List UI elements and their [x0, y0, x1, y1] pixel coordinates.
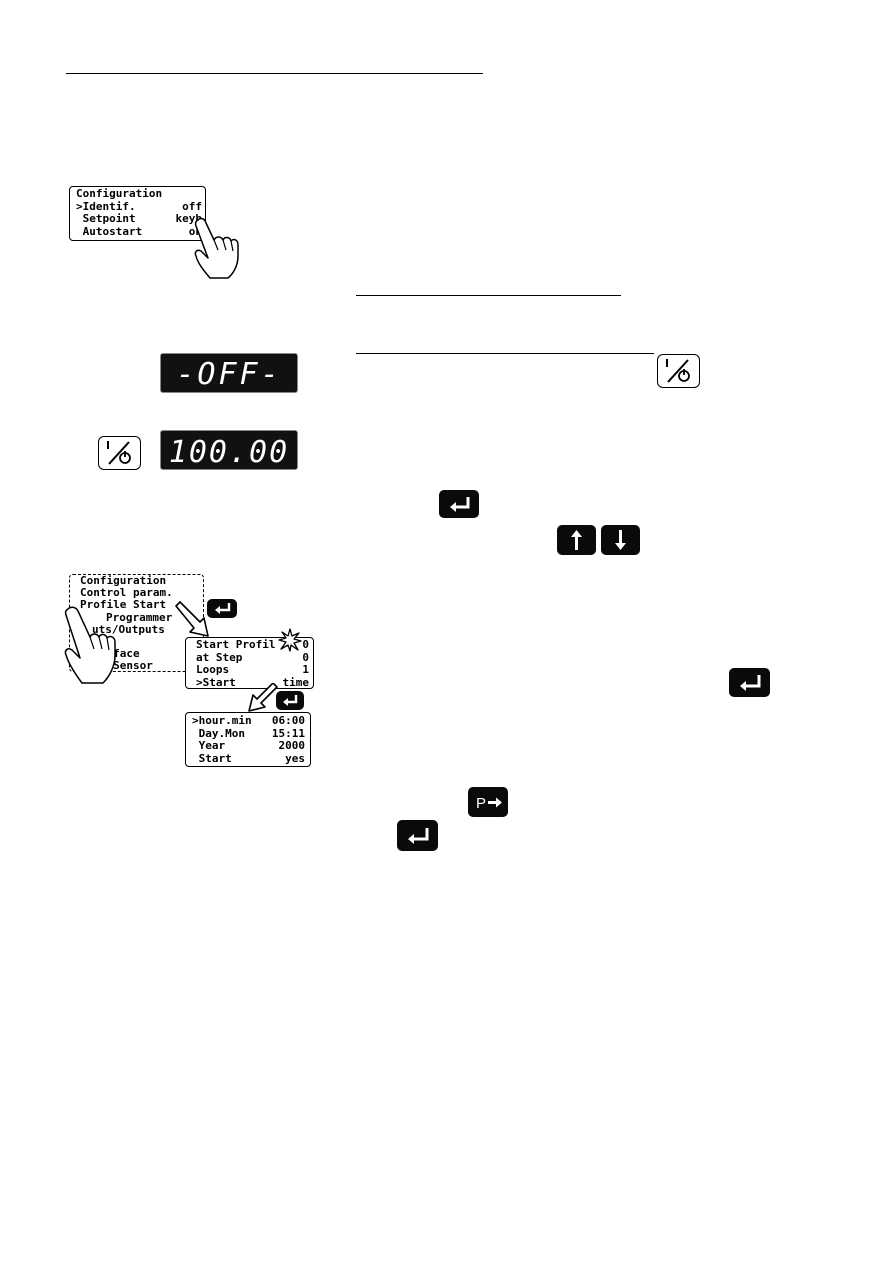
profile-line-2: at Step 0 — [196, 650, 309, 665]
config-line-label: Configuration — [76, 187, 163, 200]
config-line-1: Configuration — [76, 187, 202, 201]
p-arrow-key-icon: P — [476, 795, 502, 812]
profile-line-value: 0 — [302, 650, 309, 664]
time-line-label: Start — [192, 751, 232, 765]
down-arrow-key[interactable] — [601, 525, 640, 555]
menu-item-inputs-outputs: uts/Outputs — [92, 622, 165, 636]
menu-item-programmer: Programmer — [106, 610, 173, 624]
profile-line-label: at Step — [196, 650, 243, 664]
up-arrow-key-icon — [571, 530, 582, 550]
enter-key[interactable] — [397, 820, 438, 851]
p-arrow-key[interactable]: P — [468, 787, 508, 817]
led-text-off: -OFF- — [176, 357, 281, 392]
profile-line-label: Loops — [196, 663, 230, 676]
power-standby-key-text[interactable] — [657, 354, 700, 388]
flash-star-icon — [278, 628, 302, 652]
time-line-label: >hour.min — [192, 714, 252, 727]
up-arrow-key[interactable] — [557, 525, 596, 555]
menu-item-configuration: Configuration — [80, 574, 167, 587]
power-standby-icon — [107, 441, 131, 465]
enter-key-icon — [740, 675, 761, 691]
pointing-hand-icon — [194, 217, 239, 279]
enter-key-icon — [215, 603, 231, 614]
time-line-label: Year — [192, 739, 226, 752]
config-line-label: >Identif. — [76, 199, 136, 213]
profile-line-3: Loops 1 — [196, 663, 309, 677]
time-settings-display: >hour.min 06:00 Day.Mon 15:11 Year 2000 Sta… — [185, 712, 311, 767]
time-line-3: Year 2000 — [192, 739, 306, 753]
time-line-2: Day.Mon 15:11 — [192, 726, 305, 741]
time-line-4: Start yes — [192, 751, 305, 766]
led-display-value: 100.00 — [160, 430, 298, 470]
time-line-1: >hour.min 06:00 — [192, 714, 305, 728]
time-line-value: 06:00 — [271, 714, 305, 727]
time-line-label: Day.Mon — [192, 726, 245, 740]
led-digits: 100.00 — [169, 435, 289, 470]
enter-key[interactable] — [276, 691, 304, 710]
enter-key-icon — [408, 828, 429, 844]
led-text-value: 100.00 — [169, 435, 289, 469]
power-standby-key[interactable] — [98, 436, 141, 470]
section-rule-2 — [356, 353, 654, 354]
profile-line-value: time — [282, 675, 310, 689]
hollow-arrow-icon — [175, 601, 209, 637]
profile-line-label: Start Profil — [196, 638, 276, 651]
time-line-value: yes — [285, 751, 305, 765]
pointing-hand-icon — [64, 606, 116, 684]
enter-key[interactable] — [729, 668, 770, 697]
profile-line-1: Start Profil 0 — [196, 638, 309, 652]
menu-item-control-param: Control param. — [80, 586, 173, 600]
hollow-arrow-icon — [248, 683, 278, 712]
config-line-label: Autostart — [76, 224, 143, 238]
config-line-value: off — [182, 199, 202, 213]
time-line-value: 2000 — [278, 739, 306, 752]
menu-item-profile-start: Profile Start — [80, 598, 167, 612]
led-display-off: -OFF- — [160, 353, 298, 393]
profile-line-label: >Start — [196, 675, 236, 689]
p-key-label: P — [476, 795, 486, 812]
enter-key[interactable] — [439, 490, 479, 518]
config-line-2: >Identif. off — [76, 199, 202, 214]
profile-line-value: 0 — [302, 638, 309, 651]
profile-line-4: >Start time — [196, 675, 310, 690]
profile-line-value: 1 — [302, 663, 309, 676]
power-standby-icon — [666, 359, 690, 383]
enter-key-icon — [283, 695, 298, 706]
down-arrow-key-icon — [615, 530, 626, 550]
heading-rule — [66, 73, 483, 74]
enter-key-icon — [450, 497, 470, 512]
time-line-value: 15:11 — [271, 726, 305, 740]
config-line-label: Setpoint — [76, 212, 136, 225]
section-rule-1 — [356, 295, 621, 296]
enter-key[interactable] — [207, 599, 237, 618]
led-digits: -OFF- — [176, 357, 281, 392]
